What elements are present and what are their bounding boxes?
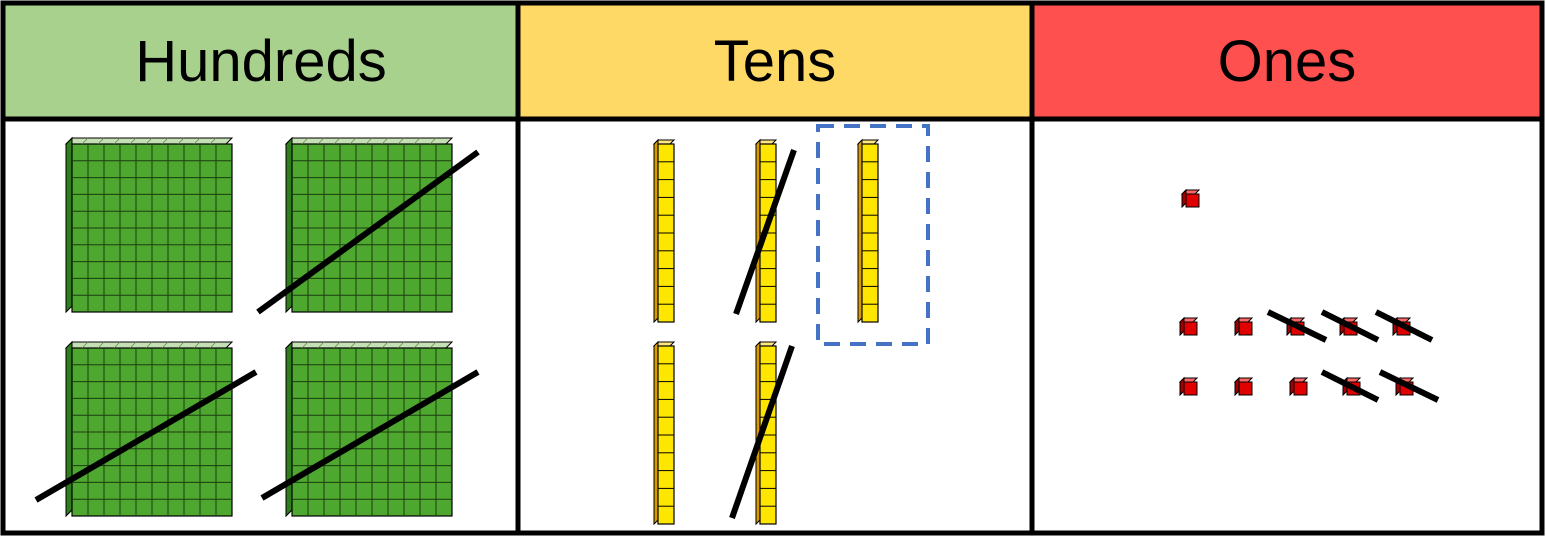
hundred-flat-top-line <box>113 341 121 349</box>
one-cube-side <box>1234 376 1240 397</box>
one-cube-face <box>1183 381 1198 396</box>
one-cube-side <box>1289 376 1295 397</box>
hundred-flat-top-line <box>193 137 201 145</box>
hundred-flat <box>284 340 454 518</box>
hundred-flat-top-line <box>397 137 405 145</box>
one-cube <box>1178 316 1199 337</box>
cross-out-line <box>1320 309 1380 343</box>
hundred-flat-top-line <box>193 341 201 349</box>
hundred-flat-side <box>285 340 293 518</box>
ten-rod <box>652 340 676 526</box>
ones-header: Ones <box>1217 29 1357 94</box>
hundred-flat-side <box>65 136 73 314</box>
one-cube-side <box>1179 376 1185 397</box>
one-cube-face <box>1238 321 1253 336</box>
hundred-flat-top-line <box>209 341 217 349</box>
one-cube <box>1180 188 1201 209</box>
ones-header-bg <box>1032 4 1542 119</box>
ten-rod <box>754 138 778 324</box>
tens-header-bg <box>518 4 1032 119</box>
hundred-flat-top-line <box>129 137 137 145</box>
cross-out-line <box>1374 309 1434 343</box>
one-cube-face <box>1293 381 1308 396</box>
hundred-flat-top-line <box>161 341 169 349</box>
hundred-flat-top-line <box>397 341 405 349</box>
one-cube <box>1178 376 1199 397</box>
hundred-flat-top-line <box>145 341 153 349</box>
hundred-flat-top-line <box>381 341 389 349</box>
hundred-flat-top-line <box>381 137 389 145</box>
ten-rod <box>856 138 880 324</box>
hundreds-header: Hundreds <box>135 29 387 94</box>
one-cube-side <box>1179 316 1185 337</box>
blocks-layer <box>34 124 1440 526</box>
hundred-flat-top-line <box>97 137 105 145</box>
hundred-flat <box>64 136 234 314</box>
cross-out-line <box>34 369 258 503</box>
hundred-flat-top-line <box>365 341 373 349</box>
one-cube <box>1233 376 1254 397</box>
cross-out-line <box>733 148 797 316</box>
hundred-flat-top-line <box>413 341 421 349</box>
cross-out-line <box>1320 369 1380 403</box>
cross-out-line <box>260 369 480 501</box>
hundred-flat-top-line <box>177 137 185 145</box>
one-cube <box>1288 376 1309 397</box>
hundred-flat-top-line <box>317 137 325 145</box>
one-cube-face <box>1185 193 1200 208</box>
one-cube-face <box>1183 321 1198 336</box>
cross-out-line <box>1266 309 1328 343</box>
cross-out-line <box>1378 369 1440 403</box>
hundred-flat-top-line <box>349 137 357 145</box>
hundred-flat <box>64 340 234 518</box>
hundred-flat-top-line <box>177 341 185 349</box>
hundred-flat-top-line <box>429 137 437 145</box>
hundred-flat-top-line <box>349 341 357 349</box>
hundred-flat-top-line <box>333 137 341 145</box>
hundred-flat-top-line <box>333 341 341 349</box>
hundred-flat-top-line <box>113 137 121 145</box>
hundred-flat-top-line <box>429 341 437 349</box>
hundred-flat-side <box>65 340 73 518</box>
ten-rod <box>652 138 676 324</box>
hundred-flat-top-line <box>301 137 309 145</box>
hundred-flat-top-line <box>145 137 153 145</box>
hundred-flat-top-line <box>81 137 89 145</box>
one-cube-face <box>1238 381 1253 396</box>
one-cube <box>1233 316 1254 337</box>
hundred-flat-top-line <box>209 137 217 145</box>
hundred-flat-top-line <box>161 137 169 145</box>
hundreds-header-bg <box>4 4 518 119</box>
hundred-flat-top-line <box>97 341 105 349</box>
tens-header: Tens <box>713 29 837 94</box>
hundred-flat <box>284 136 454 314</box>
ten-rod <box>754 340 778 526</box>
hundred-flat-top-line <box>365 137 373 145</box>
cross-out-line <box>729 345 795 519</box>
one-cube-side <box>1234 316 1240 337</box>
hundred-flat-top-line <box>301 341 309 349</box>
hundred-flat-top-line <box>129 341 137 349</box>
hundred-flat-top-line <box>317 341 325 349</box>
one-cube-side <box>1181 188 1187 209</box>
hundred-flat-top-line <box>413 137 421 145</box>
highlight-dashed-box <box>816 124 930 346</box>
hundred-flat-top-line <box>81 341 89 349</box>
cross-out-line <box>256 149 480 315</box>
